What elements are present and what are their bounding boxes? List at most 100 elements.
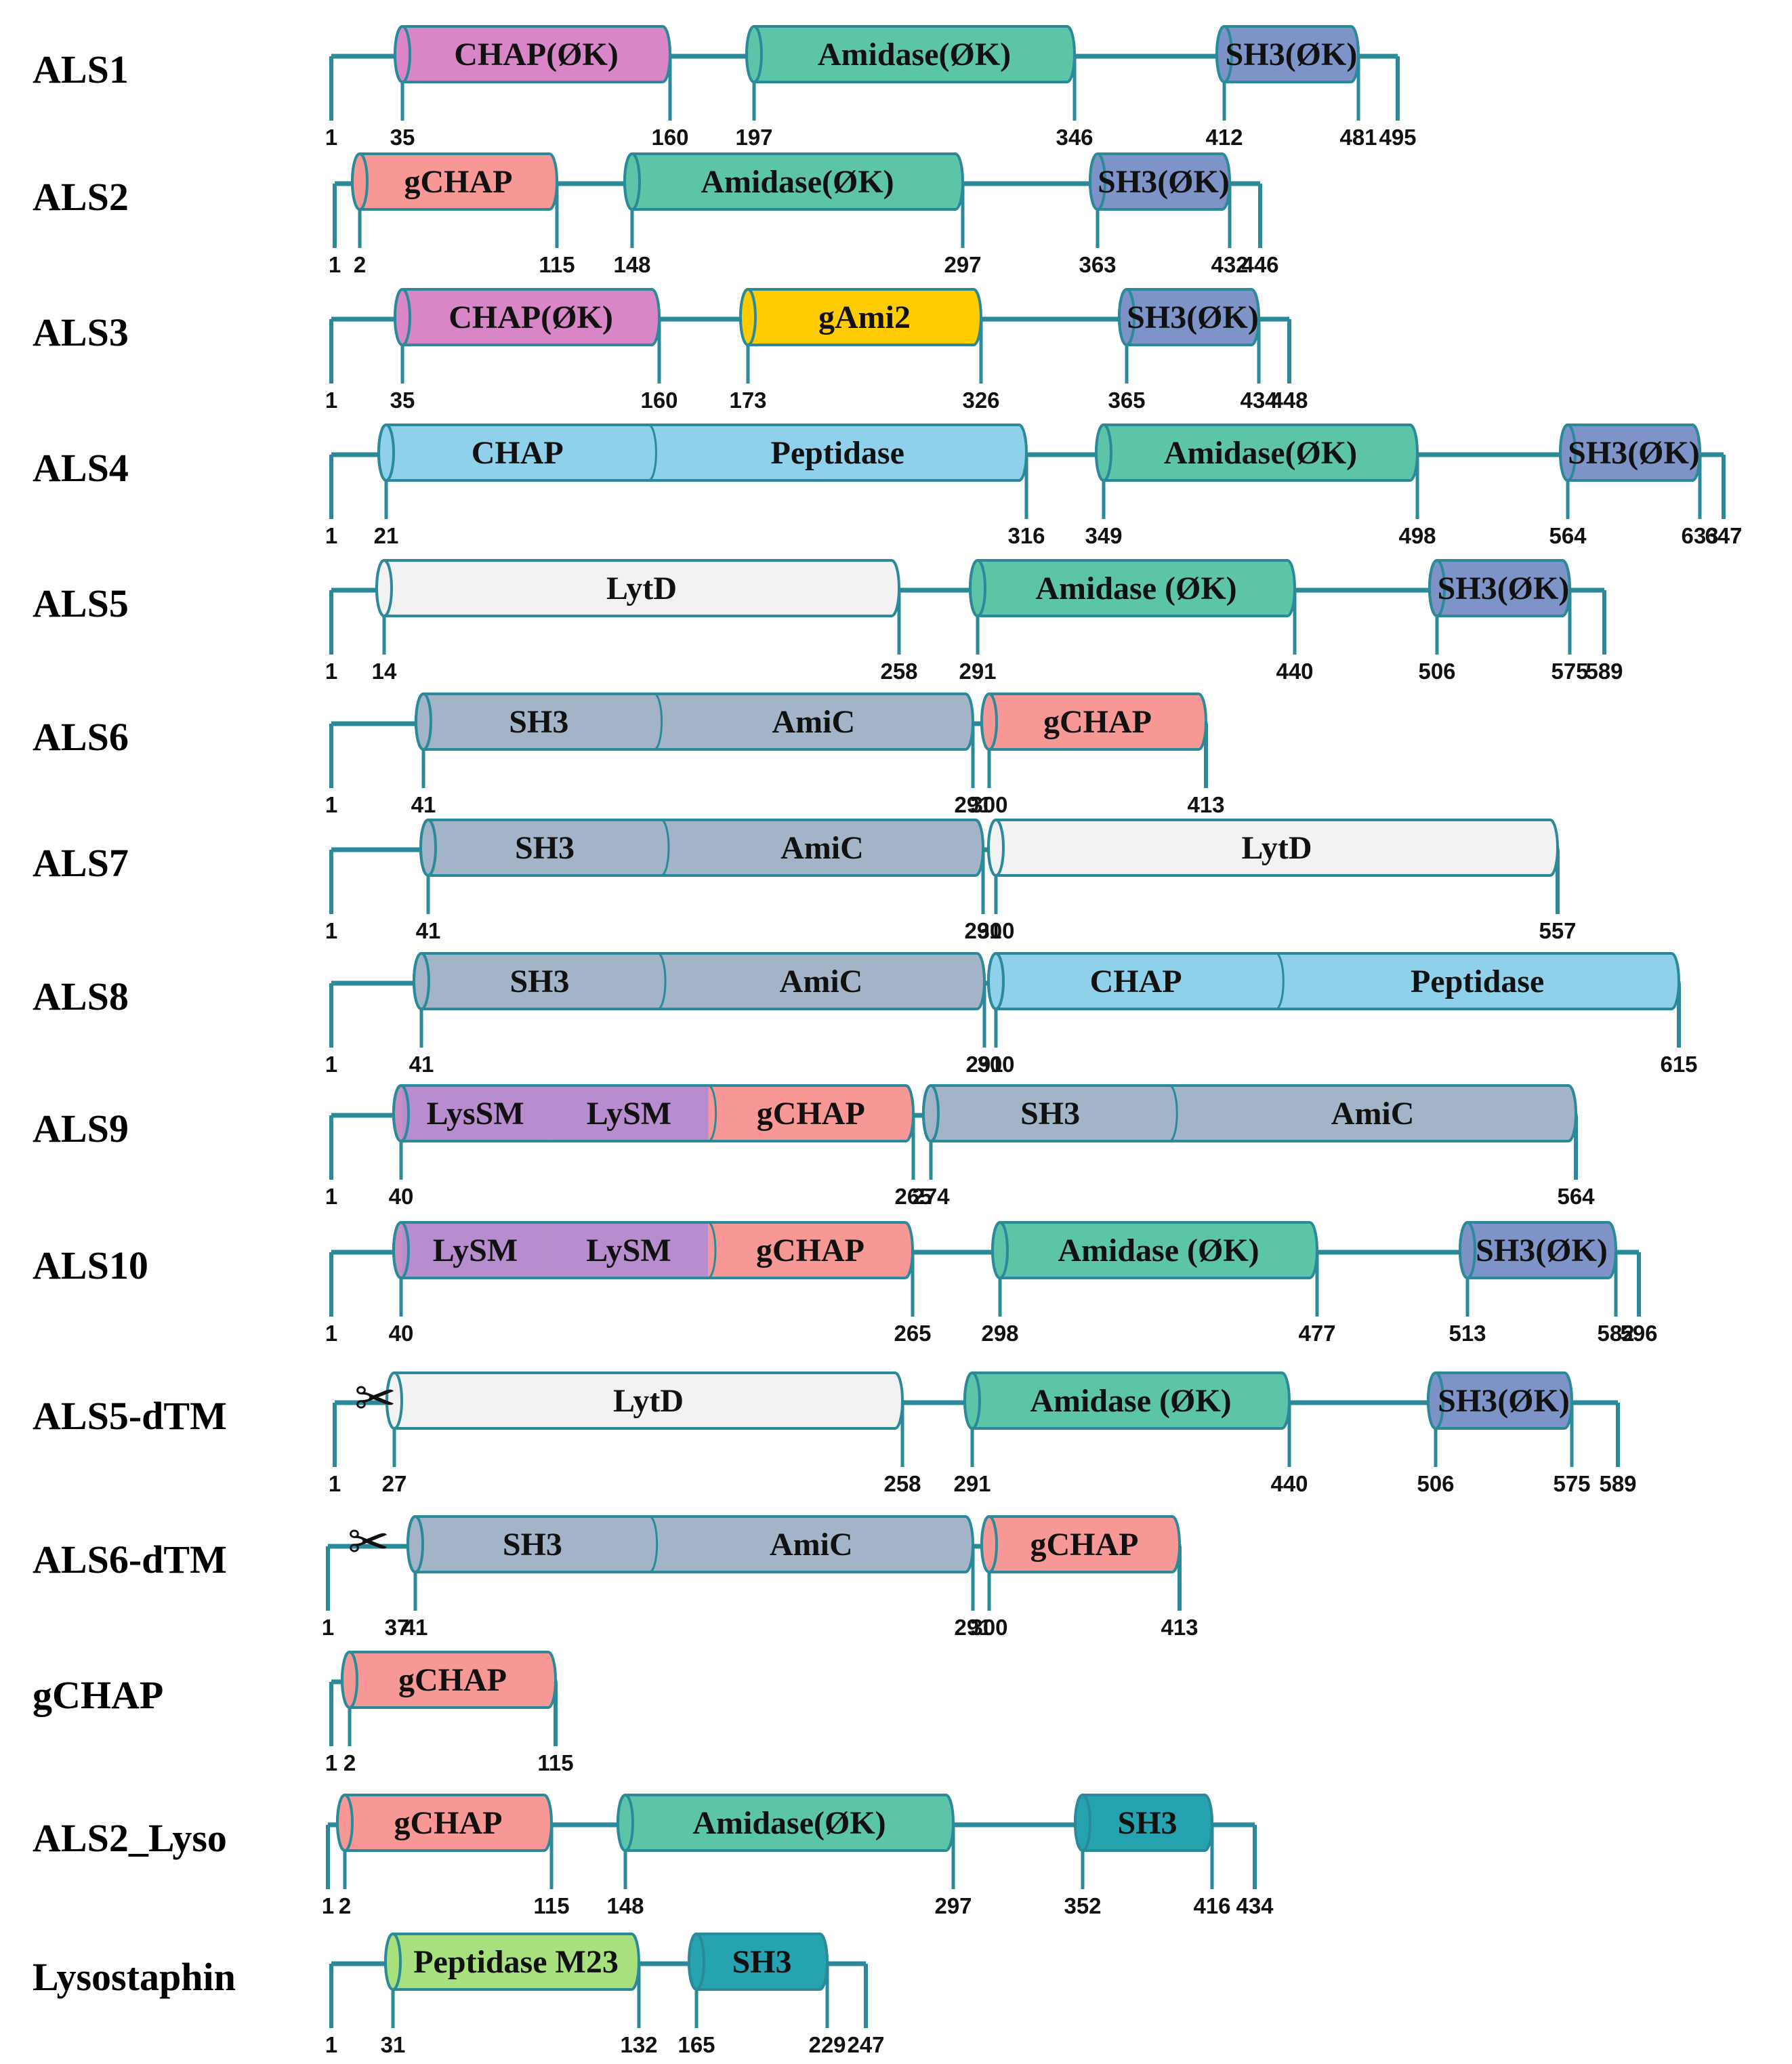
domain-chap-k- (394, 288, 661, 384)
residue-tick: 498 (1398, 523, 1436, 548)
domain-label: SH3(ØK) (1226, 37, 1358, 73)
domain-cap (1089, 152, 1106, 211)
domain-label: Amidase (ØK) (1035, 571, 1236, 606)
domain-cap (386, 1371, 403, 1430)
row-label: ALS10 (33, 1243, 148, 1287)
domain-segment (402, 1224, 549, 1277)
segment-divider (1169, 1084, 1178, 1142)
residue-tick: 557 (1539, 918, 1576, 943)
residue-tick: 363 (1079, 252, 1116, 277)
row-label: ALS2_Lyso (33, 1816, 227, 1860)
residue-tick: 1 (325, 388, 337, 413)
segment-divider (661, 819, 670, 877)
residue-tick: 589 (1585, 659, 1623, 684)
domain-label: LysSM (427, 1096, 524, 1132)
domain-cap (407, 1515, 424, 1573)
protein-row-lysostaphin (329, 1933, 868, 2028)
domain-amidase-k- (745, 25, 1077, 121)
domain-segment (417, 1518, 650, 1571)
domain-cap (963, 1371, 981, 1430)
residue-tick: 258 (883, 1471, 921, 1496)
row-label: ALS3 (33, 310, 129, 354)
residue-tick: 165 (678, 2032, 715, 2057)
domain-sh3 (922, 1084, 1578, 1180)
segment-divider (654, 693, 663, 751)
residue-tick: 160 (651, 125, 688, 150)
domain-cap (394, 288, 411, 346)
residue-tick: 115 (537, 1750, 573, 1775)
domain-cap (1427, 1371, 1444, 1430)
domain-cap (419, 819, 437, 877)
domain-label: gCHAP (398, 1662, 507, 1698)
domain-cap (987, 819, 1005, 877)
domain-cap (1215, 25, 1233, 83)
residue-tick: 291 (953, 1471, 991, 1496)
domain-label: LytD (606, 571, 677, 606)
residue-tick: 365 (1108, 388, 1145, 413)
residue-tick: 265 (894, 1184, 932, 1209)
residue-tick: 413 (1187, 792, 1224, 817)
domain-gchap (980, 1515, 1182, 1611)
domain-label: Amidase(ØK) (818, 37, 1011, 73)
domain-cap (377, 424, 395, 482)
domain-label: SH3 (1117, 1805, 1177, 1841)
domain-label: gCHAP (757, 1096, 865, 1132)
residue-tick: 300 (970, 1615, 1007, 1640)
row-label: ALS4 (33, 446, 129, 490)
domain-label: SH3 (515, 830, 575, 866)
protein-row-als5-dtm: ✂ (333, 1369, 1620, 1467)
residue-tick: 564 (1549, 523, 1587, 548)
domain-peptidase-m23 (384, 1933, 641, 2028)
residue-tick: 21 (374, 523, 399, 548)
domain-sh3 (415, 693, 975, 788)
residue-tick: 2 (354, 252, 366, 277)
domain-cap (413, 952, 430, 1010)
domain-amidase-k- (623, 152, 965, 248)
residue-tick: 434 (1236, 1893, 1274, 1918)
domain-chap (987, 952, 1681, 1048)
domain-cap (394, 25, 411, 83)
residue-tick: 291 (959, 659, 996, 684)
domain-segment (425, 695, 654, 748)
residue-tick: 148 (613, 252, 650, 277)
domain-amidase-k- (969, 559, 1297, 655)
residue-tick: 2 (343, 1750, 356, 1775)
domain-cap (1095, 424, 1112, 482)
residue-tick: 1 (322, 1893, 334, 1918)
residue-tick: 300 (977, 1052, 1014, 1077)
residue-tick: 291 (954, 1615, 991, 1640)
protein-row-als8 (329, 952, 1681, 1048)
domain-lytd (386, 1371, 904, 1467)
domain-cap (623, 152, 641, 211)
residue-tick: 41 (416, 918, 441, 943)
protein-row-als4 (329, 424, 1726, 519)
domain-label: SH3 (503, 1527, 562, 1563)
segment-divider (707, 1221, 717, 1279)
residue-tick: 506 (1418, 659, 1455, 684)
domain-label: LySM (586, 1233, 671, 1268)
domain-label: LytD (613, 1383, 684, 1419)
row-label: ALS2 (33, 175, 129, 219)
residue-tick: 300 (970, 792, 1007, 817)
row-label: ALS6-dTM (33, 1537, 227, 1582)
domain-sh3-k- (1428, 559, 1572, 655)
row-label: ALS5-dTM (33, 1394, 227, 1438)
residue-tick: 513 (1449, 1321, 1486, 1346)
protein-row-als6 (329, 693, 1208, 788)
residue-tick: 298 (981, 1321, 1018, 1346)
residue-tick: 297 (934, 1893, 972, 1918)
row-label: ALS7 (33, 841, 129, 885)
domain-sh3 (419, 819, 985, 914)
residue-tick: 41 (403, 1615, 428, 1640)
domain-amidase-k- (1095, 424, 1419, 519)
domain-label: AmiC (780, 964, 863, 999)
residue-tick: 346 (1056, 125, 1093, 150)
domain-label: CHAP(ØK) (454, 37, 619, 73)
residue-tick: 1 (329, 1471, 341, 1496)
residue-tick: 440 (1270, 1471, 1308, 1496)
segment-divider (649, 1515, 659, 1573)
domain-cap (980, 1515, 998, 1573)
domain-label: SH3(ØK) (1098, 164, 1230, 200)
domain-segment (402, 1087, 550, 1140)
